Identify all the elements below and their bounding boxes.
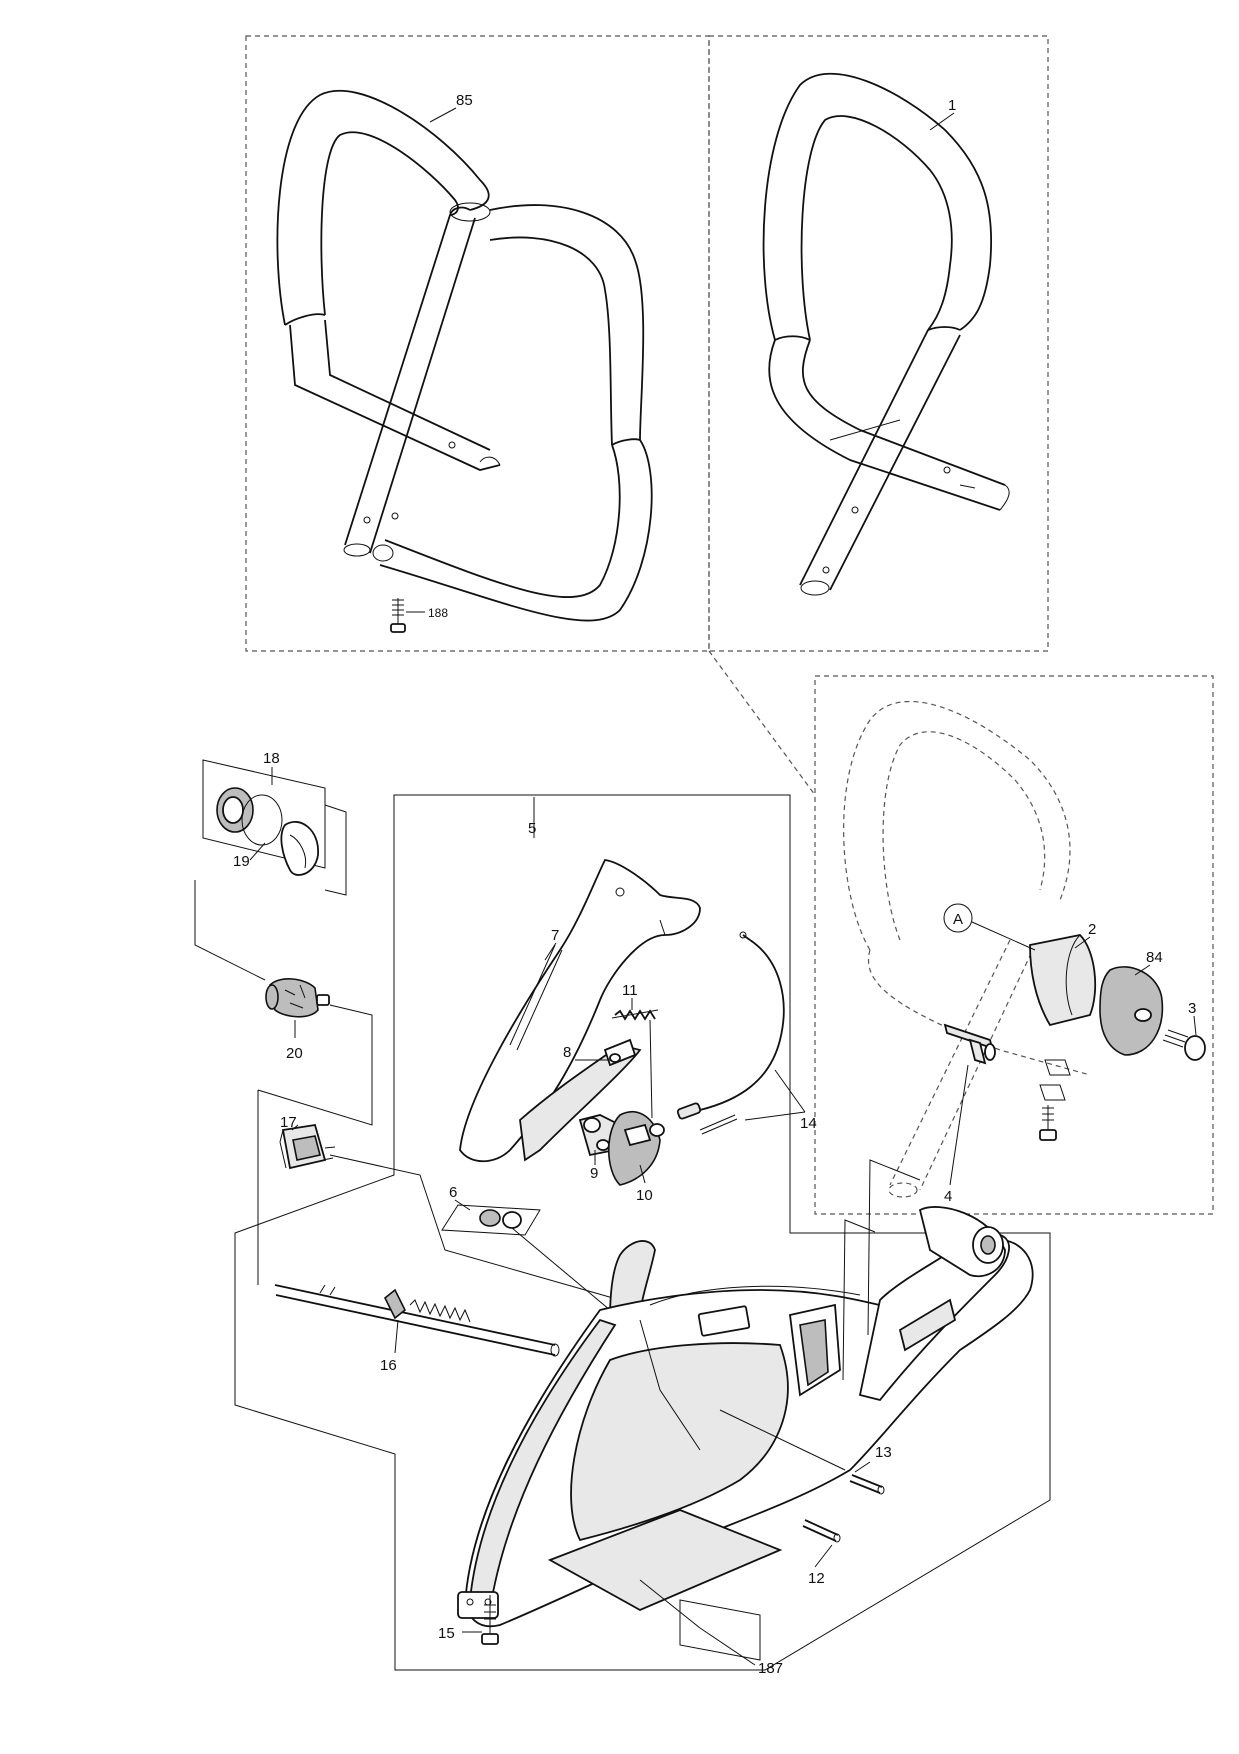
top-left-dashed-box	[245, 35, 710, 652]
callout-84: 84	[1146, 949, 1163, 966]
label-187	[679, 1599, 761, 1661]
handle-bar-85	[276, 89, 653, 633]
callout-20: 20	[286, 1045, 303, 1062]
cap-84	[1099, 966, 1164, 1056]
callout-14: 14	[800, 1115, 817, 1132]
callout-11: 11	[622, 982, 638, 999]
callout-2: 2	[1088, 921, 1096, 938]
handle-bar-1	[762, 72, 1010, 596]
damper-20	[265, 978, 330, 1018]
callout-12: 12	[808, 1570, 825, 1587]
callout-5: 5	[528, 820, 536, 837]
throttle-cable-14	[676, 931, 785, 1135]
callout-1: 1	[948, 97, 956, 114]
callout-10: 10	[636, 1187, 653, 1204]
grommet-group-18-19	[202, 759, 347, 896]
right-middle-dashed-box	[814, 675, 1214, 1215]
callout-13: 13	[875, 1444, 892, 1461]
callout-15: 15	[438, 1625, 455, 1642]
housing-assembly-outline	[234, 794, 1051, 1671]
handle-cover-7	[459, 859, 701, 1163]
callout-85: 85	[456, 92, 473, 109]
callout-16: 16	[380, 1357, 397, 1374]
callout-9: 9	[590, 1165, 598, 1182]
lock-10	[607, 1111, 665, 1186]
reference-circle-A	[943, 903, 973, 933]
screw-3	[1162, 1029, 1206, 1061]
pin-12	[802, 1519, 841, 1543]
callout-A: A	[953, 911, 963, 928]
callout-3: 3	[1188, 1000, 1196, 1017]
callout-19: 19	[233, 853, 250, 870]
spring-11	[611, 1009, 659, 1021]
bushings-6	[441, 1204, 541, 1236]
screw-4-and-clip	[943, 1023, 1071, 1141]
switch-17	[279, 1123, 336, 1170]
dashed-handle-outline	[843, 700, 1091, 1198]
callout-187: 187	[758, 1660, 783, 1677]
clamp-2	[1029, 934, 1097, 1027]
callout-17: 17	[280, 1114, 297, 1131]
rear-handle-housing	[457, 1206, 1034, 1628]
callout-4: 4	[944, 1188, 952, 1205]
screw-15	[481, 1595, 499, 1645]
dashed-connector	[708, 650, 816, 796]
callout-188: 188	[428, 606, 448, 620]
callout-6: 6	[449, 1184, 457, 1201]
callout-18: 18	[263, 750, 280, 767]
rod-16	[274, 1284, 560, 1357]
callout-7: 7	[551, 927, 559, 944]
pin-13	[849, 1474, 885, 1495]
callout-8: 8	[563, 1044, 571, 1061]
